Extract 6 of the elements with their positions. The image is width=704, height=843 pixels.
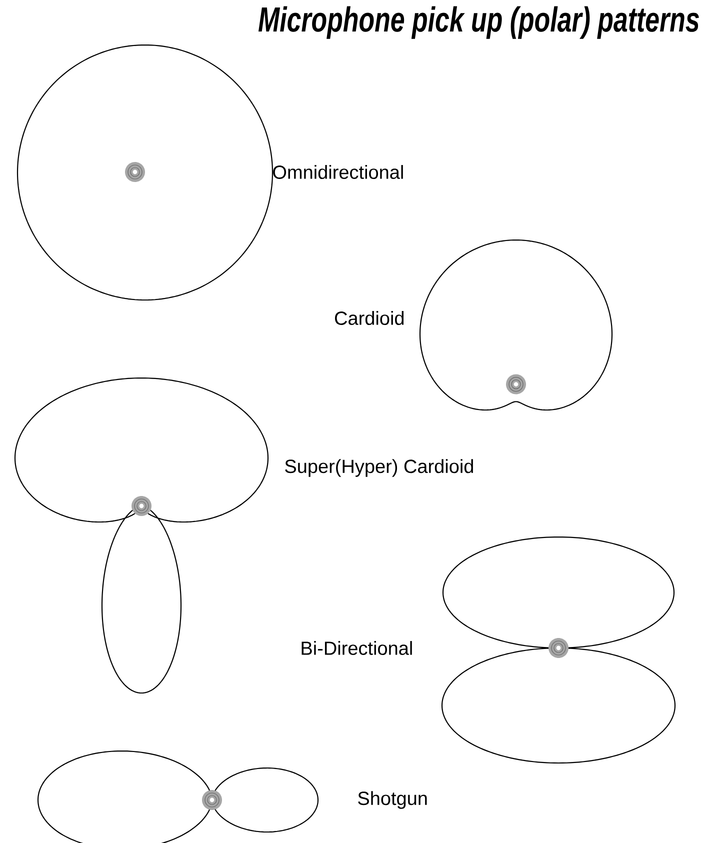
pattern-label: Shotgun bbox=[358, 791, 427, 809]
pattern-label: Super(Hyper) Cardioid bbox=[285, 459, 473, 477]
pattern-label: Bi-Directional bbox=[302, 641, 412, 655]
pattern-label: Omnidirectional bbox=[273, 165, 403, 179]
pattern-label: Cardioid bbox=[335, 311, 404, 325]
title: Microphone pick up (polar) patterns bbox=[258, 6, 699, 39]
